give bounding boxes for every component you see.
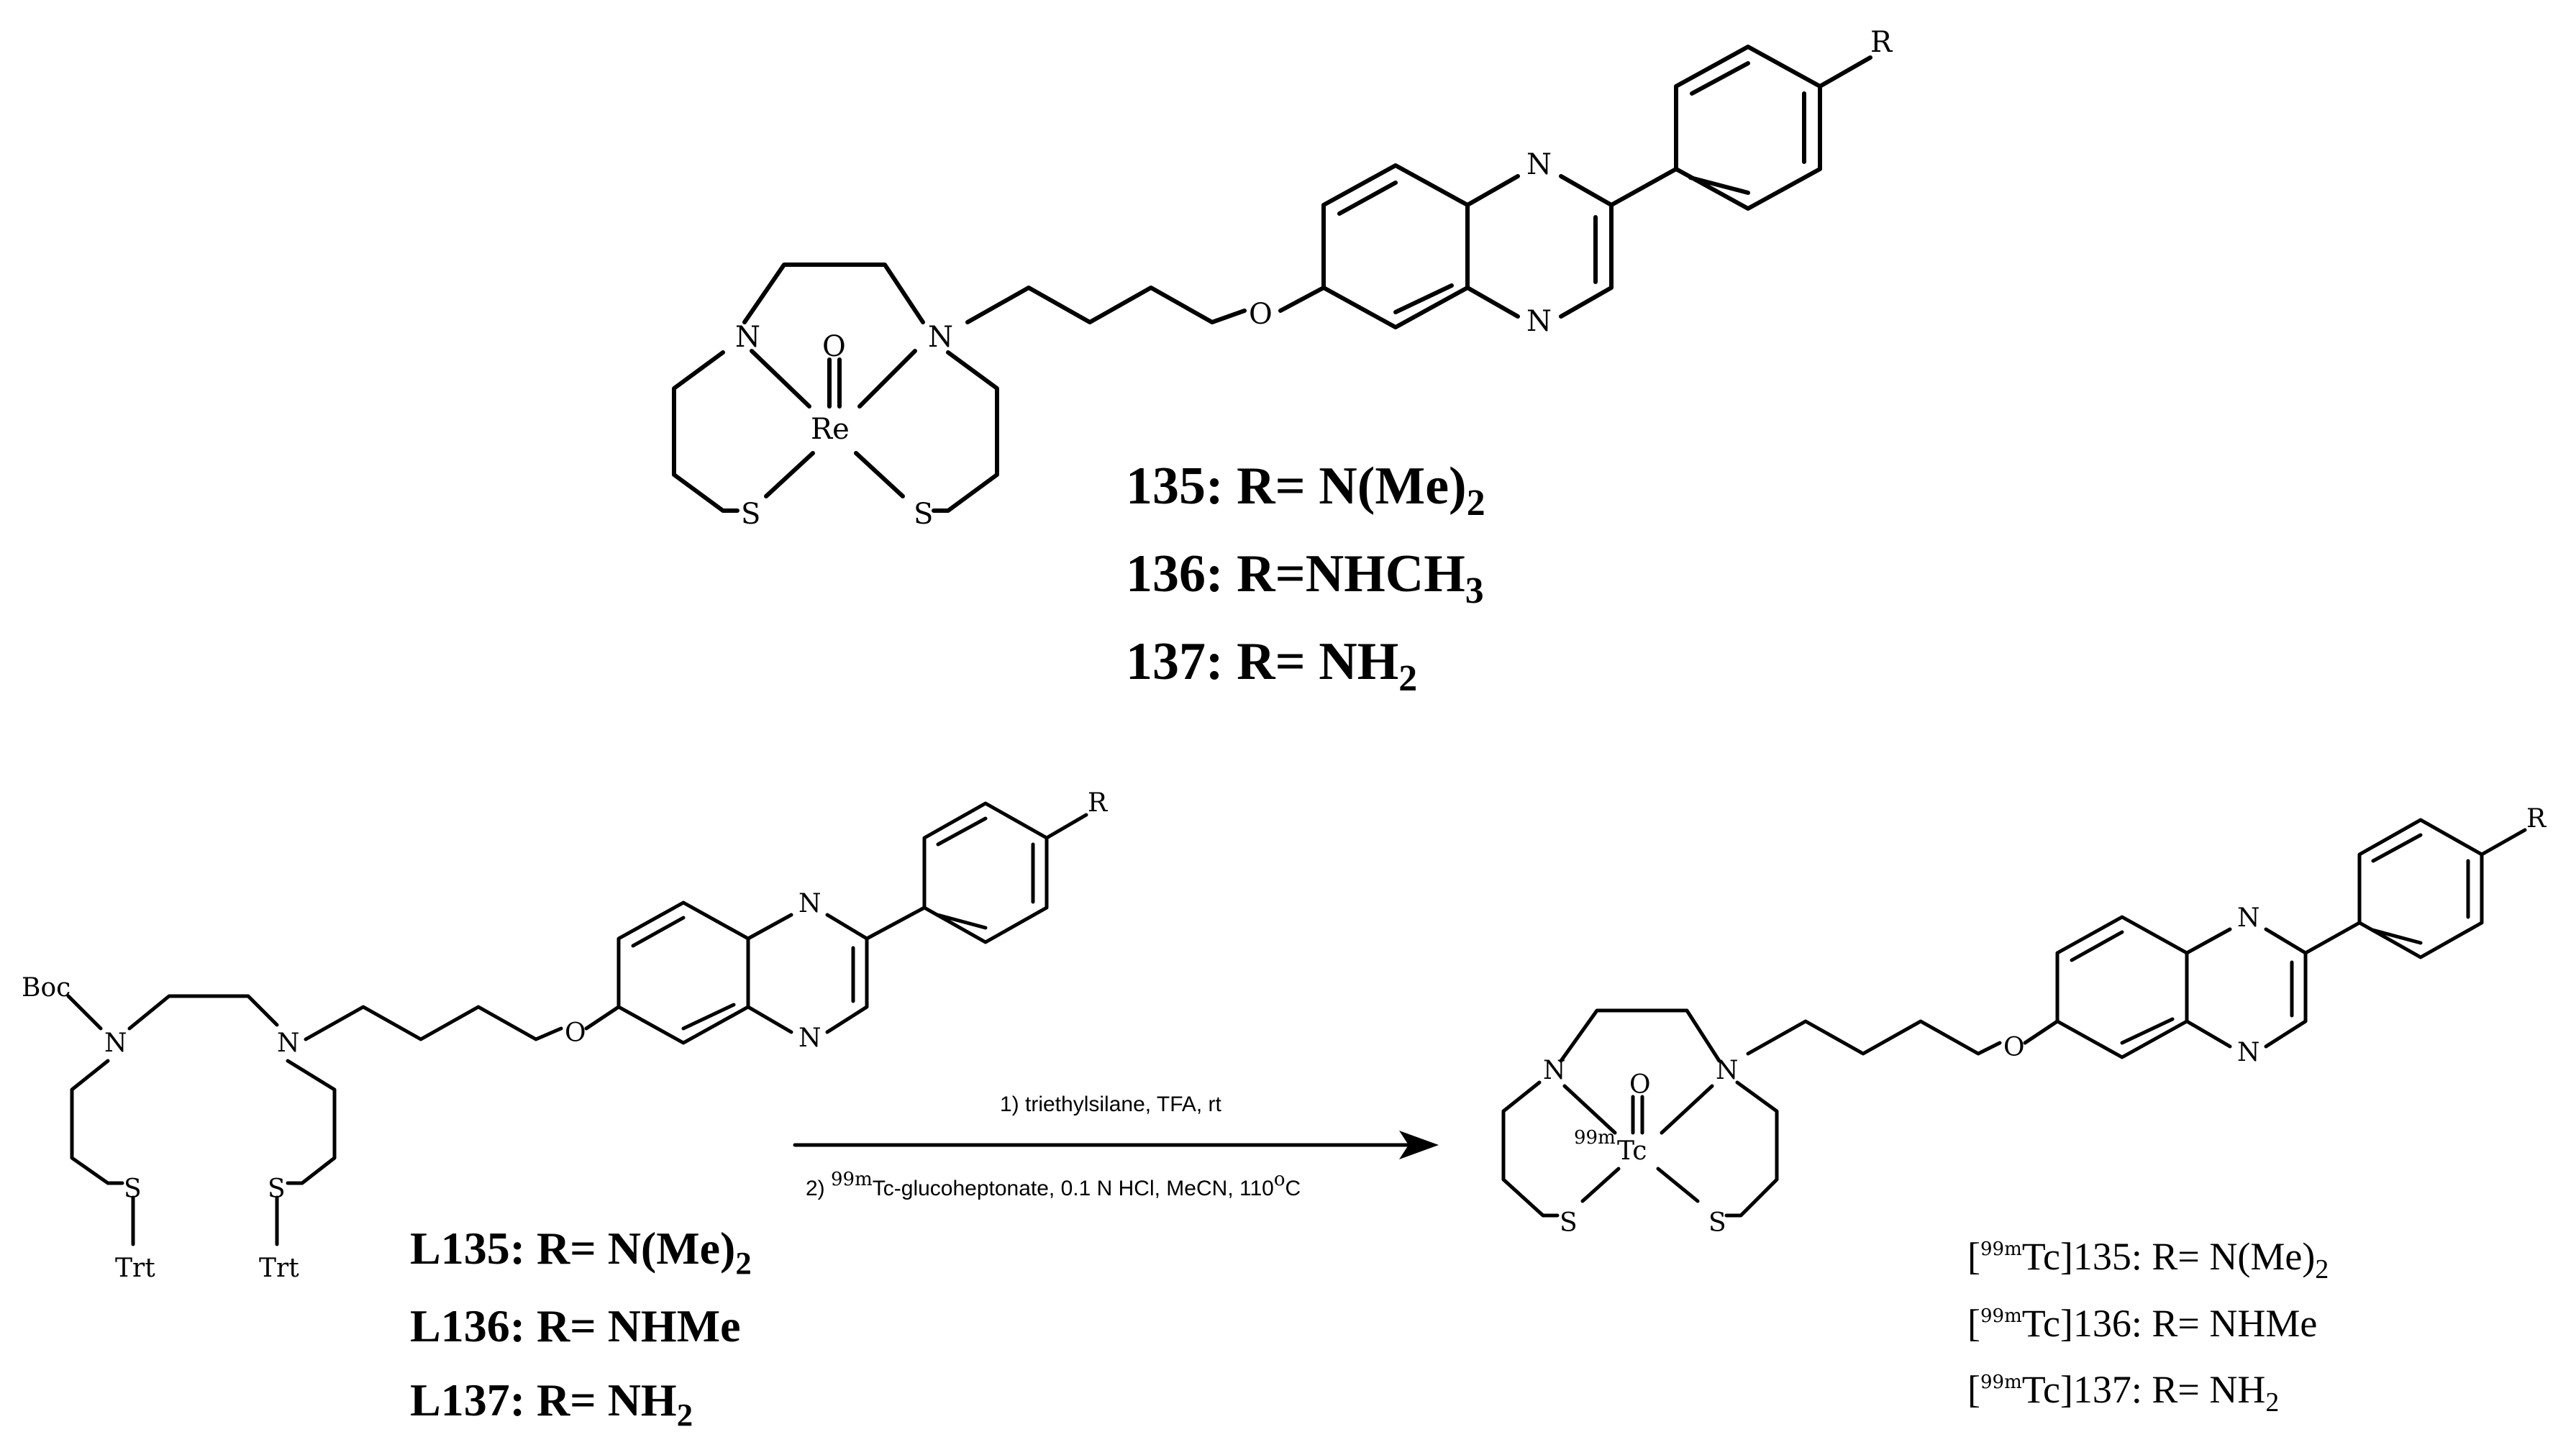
tc-complex-structure: N N O 99m Tc S S O N N R [1501,804,2547,1238]
nitrogen-atom-label: N [277,1028,300,1058]
compound-label-135: 135: R= N(Me)2 [1126,457,1485,524]
ligand-label-l135: L135: R= N(Me)2 [410,1223,752,1281]
nitrogen-atom-label: N [1716,1056,1739,1085]
sulfur-atom-label: S [124,1174,142,1204]
nitrogen-atom-label: N [735,321,760,354]
r-group-label: R [1088,788,1108,818]
condition-step-1: 1) triethylsilane, TFA, rt [1000,1092,1222,1116]
sulfur-atom-label: S [741,498,760,531]
ligand-structure: Boc N N S S Trt Trt O N N R [22,788,1108,1283]
oxygen-atom-label: O [1249,298,1273,331]
oxygen-atom-label: O [2003,1033,2025,1062]
arrow-head [1399,1131,1439,1159]
compound-label-137: 137: R= NH2 [1126,632,1417,699]
sulfur-atom-label: S [914,498,933,531]
nitrogen-atom-label: N [2237,1038,2260,1067]
re-complex-structure: N N O Re S S O N N R [672,26,1893,531]
product-label-tc135: [99mTc]135: R= N(Me)2 [1967,1235,2329,1285]
oxygen-atom-label: O [822,330,846,363]
sulfur-atom-label: S [268,1174,286,1204]
re-complex-labels: 135: R= N(Me)2 136: R=NHCH3 137: R= NH2 [1126,457,1485,699]
condition-step-2: 2) 99mTc-glucoheptonate, 0.1 N HCl, MeCN… [806,1169,1301,1200]
nitrogen-atom-label: N [1543,1056,1566,1085]
product-label-tc136: [99mTc]136: R= NHMe [1967,1302,2317,1345]
tc-complex-labels: [99mTc]135: R= N(Me)2 [99mTc]136: R= NHM… [1967,1235,2329,1418]
trityl-group-label: Trt [115,1254,155,1283]
sulfur-atom-label: S [1708,1208,1726,1238]
nitrogen-atom-label: N [798,1023,822,1053]
nitrogen-atom-label: N [1526,305,1552,338]
compound-label-136: 136: R=NHCH3 [1126,544,1484,611]
reaction-arrow [793,1131,1439,1159]
r-group-label: R [1870,26,1893,59]
nitrogen-atom-label: N [1526,148,1552,181]
nitrogen-atom-label: N [104,1028,127,1058]
trityl-group-label: Trt [259,1254,299,1283]
nitrogen-atom-label: N [798,889,822,918]
reaction-conditions: 1) triethylsilane, TFA, rt 2) 99mTc-gluc… [806,1092,1301,1200]
nitrogen-atom-label: N [2237,903,2260,933]
nitrogen-atom-label: N [928,321,953,354]
technetium-atom-label: Tc [1617,1136,1647,1166]
oxygen-atom-label: O [565,1018,586,1048]
ligand-label-l136: L136: R= NHMe [410,1300,741,1351]
ligand-labels: L135: R= N(Me)2 L136: R= NHMe L137: R= N… [410,1223,752,1433]
ligand-label-l137: L137: R= NH2 [410,1374,693,1433]
rhenium-atom-label: Re [811,413,850,446]
sulfur-atom-label: S [1560,1208,1578,1238]
product-label-tc137: [99mTc]137: R= NH2 [1967,1368,2279,1418]
isotope-superscript: 99m [1574,1127,1616,1149]
r-group-label: R [2526,804,2547,834]
boc-group-label: Boc [22,973,70,1003]
oxygen-atom-label: O [1629,1070,1651,1100]
